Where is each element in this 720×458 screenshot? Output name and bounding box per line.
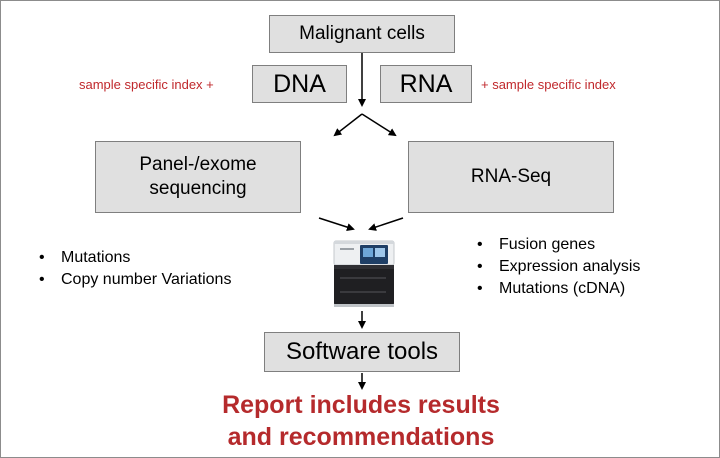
report-summary: Report includes results and recommendati… (161, 389, 561, 453)
sequencer-instrument-icon (333, 240, 395, 307)
software-tools-label: Software tools (285, 338, 439, 365)
dna-index-note: sample specific index + (79, 77, 214, 92)
dna-box: DNA (252, 65, 347, 103)
rna-box: RNA (380, 65, 472, 103)
dna-results-list: •Mutations •Copy number Variations (39, 247, 231, 291)
malignant-cells-label: Malignant cells (299, 23, 425, 44)
arrow-split-right (361, 113, 397, 137)
arrow-split-left (333, 113, 363, 137)
panel-label-line1: Panel-/exome (139, 154, 257, 176)
dna-label: DNA (273, 69, 326, 98)
software-tools-box: Software tools (264, 332, 460, 372)
list-item: •Mutations (cDNA) (477, 280, 626, 297)
rna-seq-box: RNA-Seq (408, 141, 614, 213)
malignant-cells-box: Malignant cells (269, 15, 455, 53)
report-line1: Report includes results (222, 391, 500, 419)
list-item: •Fusion genes (477, 236, 596, 253)
rna-index-note: + sample specific index (481, 77, 616, 92)
panel-exome-sequencing-box: Panel-/exome sequencing (95, 141, 301, 213)
rna-seq-label: RNA-Seq (470, 166, 552, 187)
report-line2: and recommendations (227, 423, 495, 451)
arrow-rnaseq-to-sequencer (368, 217, 404, 231)
arrow-panel-to-sequencer (318, 217, 355, 231)
list-item: •Copy number Variations (39, 271, 232, 288)
panel-label-line2: sequencing (149, 178, 247, 199)
rna-label: RNA (399, 69, 453, 98)
rna-results-list: •Fusion genes •Expression analysis •Muta… (477, 234, 640, 300)
list-item: •Mutations (39, 249, 131, 266)
list-item: •Expression analysis (477, 258, 641, 275)
